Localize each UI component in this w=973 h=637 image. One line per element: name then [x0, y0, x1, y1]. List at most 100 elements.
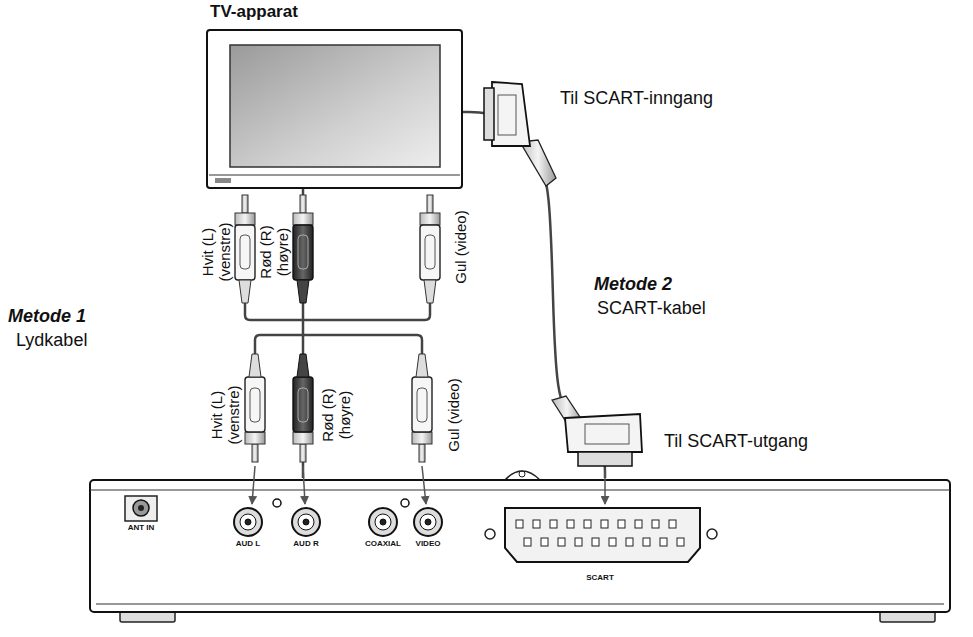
drawing-part [303, 466, 305, 504]
white-plug [235, 195, 255, 303]
drawing-part [485, 529, 495, 539]
scart-pin [558, 538, 565, 546]
drawing-part [369, 508, 397, 536]
scart-pin [660, 538, 667, 546]
jack-label: VIDEO [415, 540, 442, 549]
drawing-part [209, 175, 460, 176]
drawing-part [422, 466, 426, 504]
drawing-part [425, 519, 431, 525]
drawing-part [414, 508, 442, 536]
drawing-part [125, 496, 157, 521]
drawing-part [401, 499, 409, 507]
drawing-part [516, 520, 684, 546]
scart-plug [552, 396, 642, 466]
rca-jacks [234, 499, 442, 536]
scart-pin [533, 520, 540, 528]
drawing-part [505, 471, 540, 480]
drawing-part [707, 529, 717, 539]
audio-wire [255, 335, 422, 354]
drawing-part [303, 519, 309, 525]
scart-plug [484, 82, 556, 186]
scart-pin [516, 520, 523, 528]
white-plug [245, 354, 265, 462]
drawing-part [298, 514, 314, 530]
drawing-part [420, 514, 436, 530]
drawing-part [230, 45, 440, 167]
scart-pin [643, 538, 650, 546]
jack-label: COAXIAL [364, 540, 402, 549]
drawing-part [519, 471, 525, 477]
drawing-part [273, 499, 281, 507]
drawing-part [498, 95, 516, 135]
drawing-part [505, 508, 700, 562]
method-caption: SCART-kabel [597, 299, 706, 319]
yellow-plug [420, 195, 440, 303]
jack-label: AUD L [235, 540, 261, 549]
tv-set: TV-apparat [207, 30, 462, 188]
receiver-housing [90, 471, 950, 622]
plug-label: Hvit (L) (venstre) [200, 215, 233, 289]
drawing-part [90, 490, 950, 491]
drawing-part [215, 178, 231, 183]
plug-label: Gul (video) [453, 210, 470, 283]
scart-pin [635, 520, 642, 528]
yellow-plug [412, 354, 432, 462]
jack-label: AUD R [292, 540, 319, 549]
plug-label: Rød (R) (høyre) [258, 221, 291, 283]
jack-label: ANT IN [127, 524, 156, 533]
scart-pin [626, 538, 633, 546]
method-title: Metode 1 [8, 307, 86, 327]
red-plug [293, 195, 313, 303]
receiver-box: ANT IN AUD L AUD R COAXIAL VIDEO SCART [90, 478, 950, 618]
drawing-part [245, 519, 251, 525]
jack-label: SCART [585, 574, 615, 583]
scart-pin [567, 520, 574, 528]
drawing-part [604, 470, 606, 504]
drawing-part [492, 82, 530, 146]
scart-pin [592, 538, 599, 546]
scart-socket [485, 508, 717, 562]
drawing-part [240, 514, 256, 530]
drawing-part [484, 88, 494, 140]
scart-pin [550, 520, 557, 528]
drawing-part [207, 30, 462, 188]
connector-note: Til SCART-utgang [664, 432, 808, 452]
scart-pin [575, 538, 582, 546]
scart-pin [541, 538, 548, 546]
drawing-part [565, 414, 642, 452]
audio-wire [245, 303, 430, 320]
drawing-part [578, 452, 632, 466]
method-title: Metode 2 [594, 275, 672, 295]
plug-label: Rød (R) (høyre) [320, 384, 353, 446]
connector-note: Til SCART-inngang [560, 89, 713, 109]
scart-pin [601, 520, 608, 528]
drawing-part [380, 519, 386, 525]
drawing-part [133, 500, 149, 516]
drawing-part [375, 514, 391, 530]
drawing-part [90, 480, 950, 612]
drawing-part [234, 508, 262, 536]
method-caption: Lydkabel [16, 331, 87, 351]
scart-pin [618, 520, 625, 528]
tv-set [207, 30, 462, 188]
scart-pin [669, 520, 676, 528]
tv-title: TV-apparat [210, 3, 298, 22]
scart-pin [677, 538, 684, 546]
scart-pin [584, 520, 591, 528]
drawing-part [138, 505, 144, 511]
red-plug [293, 354, 313, 462]
drawing-part [96, 604, 944, 605]
drawing-part [585, 424, 629, 444]
drawing-part [252, 466, 255, 504]
drawing-part [292, 508, 320, 536]
plug-label: Hvit (L) (venstre) [209, 378, 242, 452]
insert-arrow [252, 466, 605, 504]
scart-pin [652, 520, 659, 528]
scart-pin [524, 538, 531, 546]
plug-label: Gul (video) [446, 378, 463, 451]
scart-pin [609, 538, 616, 546]
